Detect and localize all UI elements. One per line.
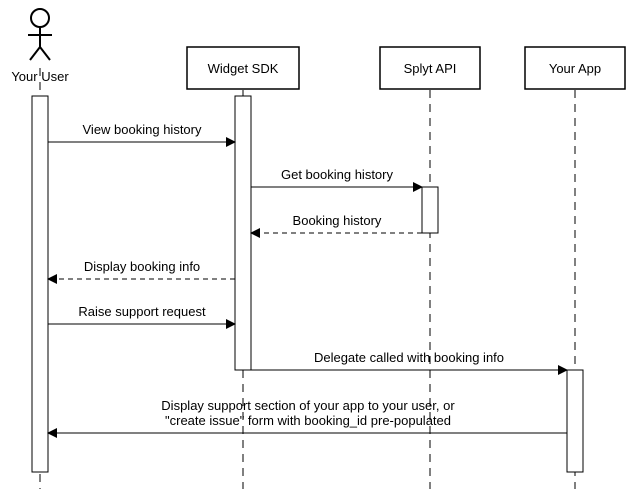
message-label-line-1: Display support section of your app to y…	[161, 398, 455, 413]
activation-bar-sdk	[234, 95, 252, 371]
message-label: Display booking info	[84, 259, 200, 274]
activation-bar-user	[31, 95, 49, 473]
user-actor-icon	[28, 8, 52, 61]
participant-box-sdk	[186, 46, 300, 90]
participant-box-api	[379, 46, 481, 90]
participant-label-user: Your User	[11, 69, 69, 84]
participant-box-app	[524, 46, 626, 90]
participant-label-api: Splyt API	[404, 61, 457, 76]
message-label: Booking history	[293, 213, 382, 228]
message-label-line-2: "create issue" form with booking_id pre-…	[165, 413, 451, 428]
activation-bar-api	[421, 186, 439, 234]
participant-label-sdk: Widget SDK	[208, 61, 279, 76]
message-label: Get booking history	[281, 167, 394, 182]
message-label: Raise support request	[78, 304, 206, 319]
participant-label-app: Your App	[549, 61, 601, 76]
activation-bar-app	[566, 369, 584, 473]
message-label: View booking history	[83, 122, 202, 137]
message-label: Delegate called with booking info	[314, 350, 504, 365]
